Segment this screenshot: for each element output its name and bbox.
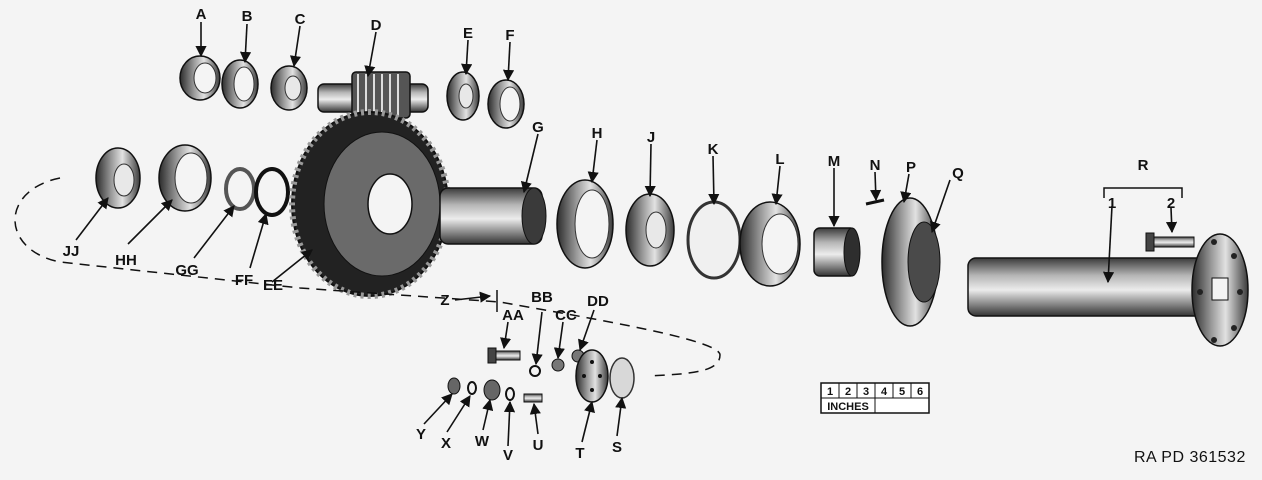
callout-j: J (647, 129, 655, 146)
part-bb-washer (529, 365, 541, 377)
callout-w: W (475, 433, 490, 450)
callout-k: K (708, 141, 719, 158)
scale-digit-5: 5 (899, 386, 905, 398)
callout-c: C (295, 11, 306, 28)
r-bracket (1103, 187, 1183, 198)
part-e-bearing-cone (446, 71, 480, 121)
part-x-washer (467, 381, 477, 395)
part-l-collar (739, 201, 801, 287)
part-jj-bearing-cone (95, 147, 141, 209)
part-t-cover (575, 349, 609, 403)
callout-t: T (575, 445, 584, 462)
part-u-screw (523, 393, 543, 403)
part-a-bearing-cup (179, 55, 221, 101)
callout-u: U (533, 437, 544, 454)
scale-digit-3: 3 (863, 386, 869, 398)
callout-h: H (592, 125, 603, 142)
scale-digit-2: 2 (845, 386, 851, 398)
callout-l: L (775, 151, 784, 168)
callout-p: P (906, 159, 916, 176)
scale-digit-1: 1 (827, 386, 833, 398)
callout-n: N (870, 157, 881, 174)
part-aa-bolt (487, 347, 521, 364)
callout-d: D (371, 17, 382, 34)
part-k-shim (686, 200, 742, 280)
part-b-bearing-cup (221, 59, 259, 109)
part-g-sleeve (439, 187, 547, 245)
part-s-gasket (609, 357, 635, 399)
callout-ee: EE (263, 277, 283, 294)
callout-r: R (1138, 157, 1149, 174)
callout-b: B (242, 8, 253, 25)
callout-z: Z (440, 292, 449, 309)
scale-bar: 1 2 3 4 5 6 INCHES (820, 382, 930, 414)
part-ee-spur-gear (289, 109, 451, 299)
callout-r1: 1 (1108, 195, 1116, 212)
part-n-pin (865, 198, 885, 206)
part-f-bearing-cup (487, 79, 525, 129)
figure-reference-number: RA PD 361532 (1134, 449, 1246, 466)
part-hh-bearing-cup (158, 144, 212, 212)
part-r2-bolt (1145, 232, 1195, 252)
scale-unit-label: INCHES (827, 401, 869, 413)
callout-r2: 2 (1167, 195, 1175, 212)
callout-jj: JJ (63, 243, 80, 260)
callout-gg: GG (175, 262, 198, 279)
part-ff-washer (254, 167, 290, 217)
part-cc-washer (551, 358, 565, 372)
part-r-output-shaft (967, 233, 1249, 347)
part-c-bearing-cone (270, 65, 308, 111)
callout-x: X (441, 435, 451, 452)
callout-labels: A B C D E F G H J K L M N P Q R 1 2 JJ H… (63, 6, 1176, 464)
part-m-sleeve (813, 227, 861, 277)
callout-aa: AA (502, 307, 524, 324)
part-j-bearing-cone (625, 193, 675, 267)
part-w-nut (483, 379, 501, 401)
callout-ff: FF (235, 272, 253, 289)
assembly-path-dashed (14, 177, 721, 377)
callout-dd: DD (587, 293, 609, 310)
callout-cc: CC (555, 307, 577, 324)
callout-s: S (612, 439, 622, 456)
part-y-nut (447, 377, 461, 395)
callout-m: M (828, 153, 841, 170)
callout-q: Q (952, 165, 964, 182)
scale-digit-6: 6 (917, 386, 923, 398)
callout-a: A (196, 6, 207, 23)
scale-digit-4: 4 (881, 386, 888, 398)
part-d-pinion-shaft (317, 71, 429, 119)
part-gg-ring (224, 167, 256, 211)
callout-e: E (463, 25, 473, 42)
callout-f: F (505, 27, 514, 44)
callout-v: V (503, 447, 513, 464)
leader-lines (75, 22, 1178, 447)
callout-hh: HH (115, 252, 137, 269)
part-q-flange-plate (881, 197, 941, 327)
callout-bb: BB (531, 289, 553, 306)
callout-g: G (532, 119, 544, 136)
part-v-washer (505, 387, 515, 401)
part-h-bearing-cup (556, 179, 614, 269)
callout-y: Y (416, 426, 426, 443)
